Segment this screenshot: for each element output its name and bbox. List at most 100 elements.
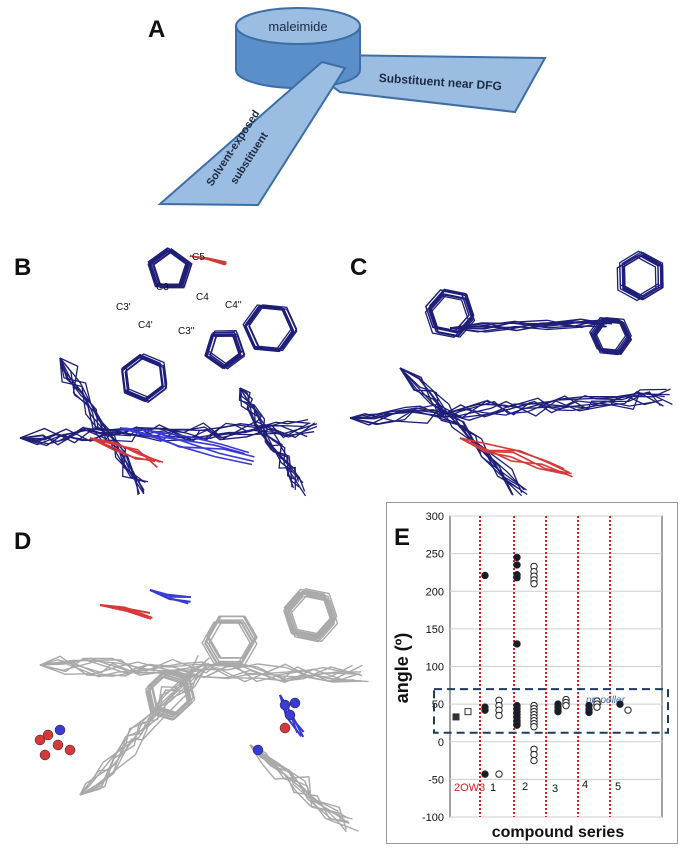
indole-ring-right xyxy=(244,305,294,351)
data-point-filled xyxy=(554,707,562,716)
oxygen-bond xyxy=(459,437,570,474)
propeller-band xyxy=(433,688,669,734)
backbone-strand xyxy=(249,744,353,820)
nitrogen-bond xyxy=(119,427,255,458)
backbone-strand xyxy=(59,357,145,495)
x-axis-label: compound series xyxy=(492,824,625,841)
atom-sphere xyxy=(284,709,296,721)
aryl-ring-mid xyxy=(590,317,628,352)
aryl-ring xyxy=(207,615,257,659)
data-point-open xyxy=(562,701,570,710)
backbone-strand xyxy=(349,391,662,419)
data-point-filled xyxy=(616,700,624,708)
data-point-filled xyxy=(513,553,521,562)
backbone-strand xyxy=(349,391,673,419)
atom-label-c5: C5 xyxy=(192,252,205,263)
panel-e-frame xyxy=(386,502,678,844)
atom-label-c4: C4 xyxy=(196,292,209,303)
backbone-strand xyxy=(19,420,311,442)
linker-strand xyxy=(449,320,607,329)
indole-ring-left xyxy=(121,355,164,402)
maleimide-ring xyxy=(150,248,190,287)
data-point-open xyxy=(530,580,538,588)
indole-ring-right xyxy=(248,304,298,350)
aryl-ring-mid xyxy=(588,317,627,352)
backbone-strand xyxy=(239,387,296,490)
propeller-band-label: propeller xyxy=(585,695,626,706)
indole-five-ring xyxy=(209,333,246,368)
data-point-filled xyxy=(513,574,521,582)
atom-sphere xyxy=(64,744,76,756)
aryl-ring-left xyxy=(428,290,473,334)
data-point-filled xyxy=(513,561,521,569)
oxygen-bond xyxy=(99,604,152,620)
maleimide-label: maleimide xyxy=(268,19,327,34)
backbone-strand xyxy=(249,744,347,830)
backbone-strand xyxy=(239,387,293,488)
aryl-ring xyxy=(286,592,336,640)
backbone-strand xyxy=(39,655,355,682)
backbone-strand xyxy=(399,367,514,496)
atom-sphere xyxy=(54,724,66,736)
maleimide-ring xyxy=(151,248,192,286)
y-tick-label: 200 xyxy=(426,586,444,598)
panel-d-label: D xyxy=(14,528,32,555)
y-tick-label: 250 xyxy=(426,549,444,561)
indole-five-ring xyxy=(204,333,241,368)
panel-e-label: E xyxy=(394,524,411,551)
category-label: 1 xyxy=(490,782,496,794)
atom-sphere xyxy=(289,697,301,709)
data-point-open xyxy=(530,750,538,759)
atom-sphere xyxy=(279,722,291,734)
backbone-strand xyxy=(59,357,146,483)
backbone-strand xyxy=(349,397,664,420)
aryl-ring-left xyxy=(428,288,474,332)
oxygen-bond xyxy=(459,437,573,478)
data-point-open xyxy=(593,703,601,711)
atom-sphere xyxy=(279,699,291,711)
y-tick-label: -50 xyxy=(428,774,444,786)
data-point-filled xyxy=(513,721,521,729)
aryl-ring xyxy=(288,588,338,636)
backbone-strand xyxy=(59,357,146,483)
y-tick-label: 300 xyxy=(426,511,444,523)
aryl-ring xyxy=(147,670,191,715)
carbonyl-oxygen xyxy=(189,255,227,263)
aryl-ring-mid xyxy=(594,319,632,354)
category-label: 5 xyxy=(615,781,621,793)
panel-b-label: B xyxy=(14,254,32,281)
data-point-square xyxy=(452,713,460,721)
data-point-square xyxy=(464,708,472,716)
maleimide-ring xyxy=(152,250,192,289)
y-tick-label: -100 xyxy=(422,812,444,824)
panel-c-structure-overlay xyxy=(349,250,673,497)
maleimide-ring xyxy=(147,247,188,285)
backbone-strand xyxy=(39,657,355,684)
backbone-strand xyxy=(399,367,522,491)
data-point-filled xyxy=(481,770,489,778)
indole-ring-right xyxy=(248,306,298,352)
y-tick-label: 100 xyxy=(426,662,444,674)
atom-label-c3p: C3' xyxy=(116,302,131,313)
backbone-strand xyxy=(39,658,363,682)
oxygen-bond xyxy=(89,437,161,463)
linker-strand xyxy=(449,322,606,330)
data-point-open xyxy=(495,711,503,720)
y-axis-label: angle (º) xyxy=(392,633,412,704)
backbone-strand xyxy=(239,387,304,484)
indole-ring-left xyxy=(125,356,168,402)
atom-sphere xyxy=(252,744,264,756)
category-label: 2OW3 xyxy=(454,782,485,794)
cylinder-top xyxy=(235,7,361,45)
aryl-ring-left xyxy=(428,293,474,338)
backbone-strand xyxy=(19,425,318,444)
aryl-ring-mid xyxy=(594,320,633,355)
backbone-strand xyxy=(239,387,295,489)
backbone-strand xyxy=(79,657,210,796)
panel-c-label: C xyxy=(350,254,368,281)
aryl-ring-right xyxy=(619,250,659,296)
atom-label-c4pp: C4'' xyxy=(225,300,242,311)
atom-sphere xyxy=(52,739,64,751)
linker-strand xyxy=(449,321,613,333)
